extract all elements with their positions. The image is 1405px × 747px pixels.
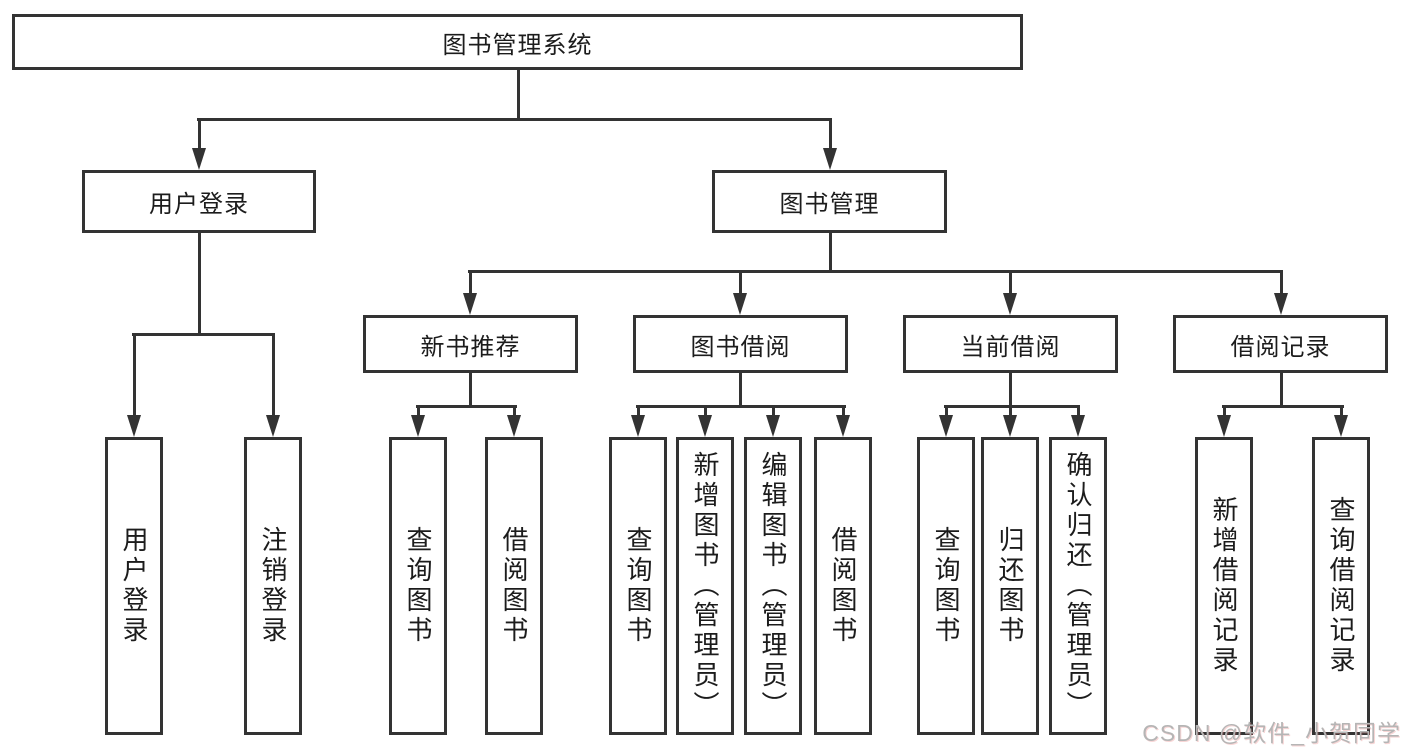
leaf-query-books-current: 查询图书 [917,437,975,735]
arrow-down-icon [1334,415,1348,437]
connector-root-stem [517,70,520,120]
arrow-down-icon [631,415,645,437]
leaf-label: 查询图书 [403,526,433,646]
leaf-label: 查询图书 [931,526,961,646]
arrow-down-icon [733,293,747,315]
node-book-management: 图书管理 [712,170,947,233]
leaf-label: 查询图书 [623,526,653,646]
connector-stem [829,233,832,272]
arrow-down-icon [463,293,477,315]
connector-drop [1223,408,1226,416]
connector-drop [1009,408,1012,416]
node-label: 新书推荐 [420,333,521,361]
node-user-login: 用户登录 [82,170,316,233]
connector-rail [416,405,517,408]
arrow-down-icon [1217,415,1231,437]
leaf-query-books-recommend: 查询图书 [389,437,447,735]
watermark: CSDN @软件_小贺同学 [1142,720,1401,746]
node-root: 图书管理系统 [12,14,1023,70]
node-label: 当前借阅 [960,333,1061,361]
connector-stem [739,373,742,407]
leaf-add-borrow-record: 新增借阅记录 [1195,437,1253,735]
connector-drop [513,408,516,416]
node-new-book-recommend: 新书推荐 [363,315,578,373]
node-label: 用户登录 [149,191,249,218]
leaf-label: 用户登录 [119,526,149,646]
leaf-label: 查询借阅记录 [1326,496,1356,676]
connector-drop [133,336,136,416]
leaf-add-book-admin: 新增图书（管理员） [676,437,734,735]
connector-drop [945,408,948,416]
connector-drop [469,273,472,295]
connector-drop [1077,408,1080,416]
arrow-down-icon [698,415,712,437]
connector-drop [1340,408,1343,416]
arrow-down-icon [1274,293,1288,315]
node-borrow-records: 借阅记录 [1173,315,1388,373]
leaf-borrow-books: 借阅图书 [814,437,872,735]
connector-drop [417,408,420,416]
connector-stem [469,373,472,407]
connector-stem [198,233,201,335]
connector-drop [829,121,832,149]
connector-rail [132,333,275,336]
connector-drop [842,408,845,416]
connector-stem [1009,373,1012,407]
arrow-down-icon [1003,415,1017,437]
node-label: 图书管理 [779,191,880,218]
leaf-label: 借阅图书 [499,526,529,646]
arrow-down-icon [411,415,425,437]
arrow-down-icon [1003,293,1017,315]
connector-drop [739,273,742,295]
arrow-down-icon [823,148,837,170]
leaf-label: 确认归还（管理员） [1063,451,1093,721]
leaf-borrow-books-recommend: 借阅图书 [485,437,543,735]
leaf-label: 借阅图书 [828,526,858,646]
arrow-down-icon [1071,415,1085,437]
leaf-label: 新增图书（管理员） [690,451,720,721]
connector-rail [1222,405,1344,408]
connector-drop [198,121,201,149]
arrow-down-icon [939,415,953,437]
connector-drop [637,408,640,416]
arrow-down-icon [507,415,521,437]
node-label: 图书借阅 [690,333,791,361]
node-current-borrow: 当前借阅 [903,315,1118,373]
leaf-label: 归还图书 [995,526,1025,646]
connector-root-rail [197,118,832,121]
leaf-label: 注销登录 [258,526,288,646]
leaf-label: 新增借阅记录 [1209,496,1239,676]
connector-rail [468,270,1283,273]
arrow-down-icon [266,415,280,437]
arrow-down-icon [127,415,141,437]
connector-drop [1280,273,1283,295]
connector-drop [772,408,775,416]
leaf-confirm-return-admin: 确认归还（管理员） [1049,437,1107,735]
connector-drop [704,408,707,416]
leaf-query-borrow-record: 查询借阅记录 [1312,437,1370,735]
arrow-down-icon [766,415,780,437]
arrow-down-icon [836,415,850,437]
leaf-query-books-borrow: 查询图书 [609,437,667,735]
node-book-borrow: 图书借阅 [633,315,848,373]
connector-rail [636,405,846,408]
leaf-edit-book-admin: 编辑图书（管理员） [744,437,802,735]
arrow-down-icon [192,148,206,170]
connector-drop [272,336,275,416]
leaf-label: 编辑图书（管理员） [758,451,788,721]
connector-stem [1280,373,1283,407]
connector-rail [944,405,1080,408]
leaf-logout: 注销登录 [244,437,302,735]
leaf-user-login: 用户登录 [105,437,163,735]
node-label: 借阅记录 [1230,333,1331,361]
node-root-label: 图书管理系统 [442,31,593,59]
connector-drop [1009,273,1012,295]
leaf-return-book: 归还图书 [981,437,1039,735]
